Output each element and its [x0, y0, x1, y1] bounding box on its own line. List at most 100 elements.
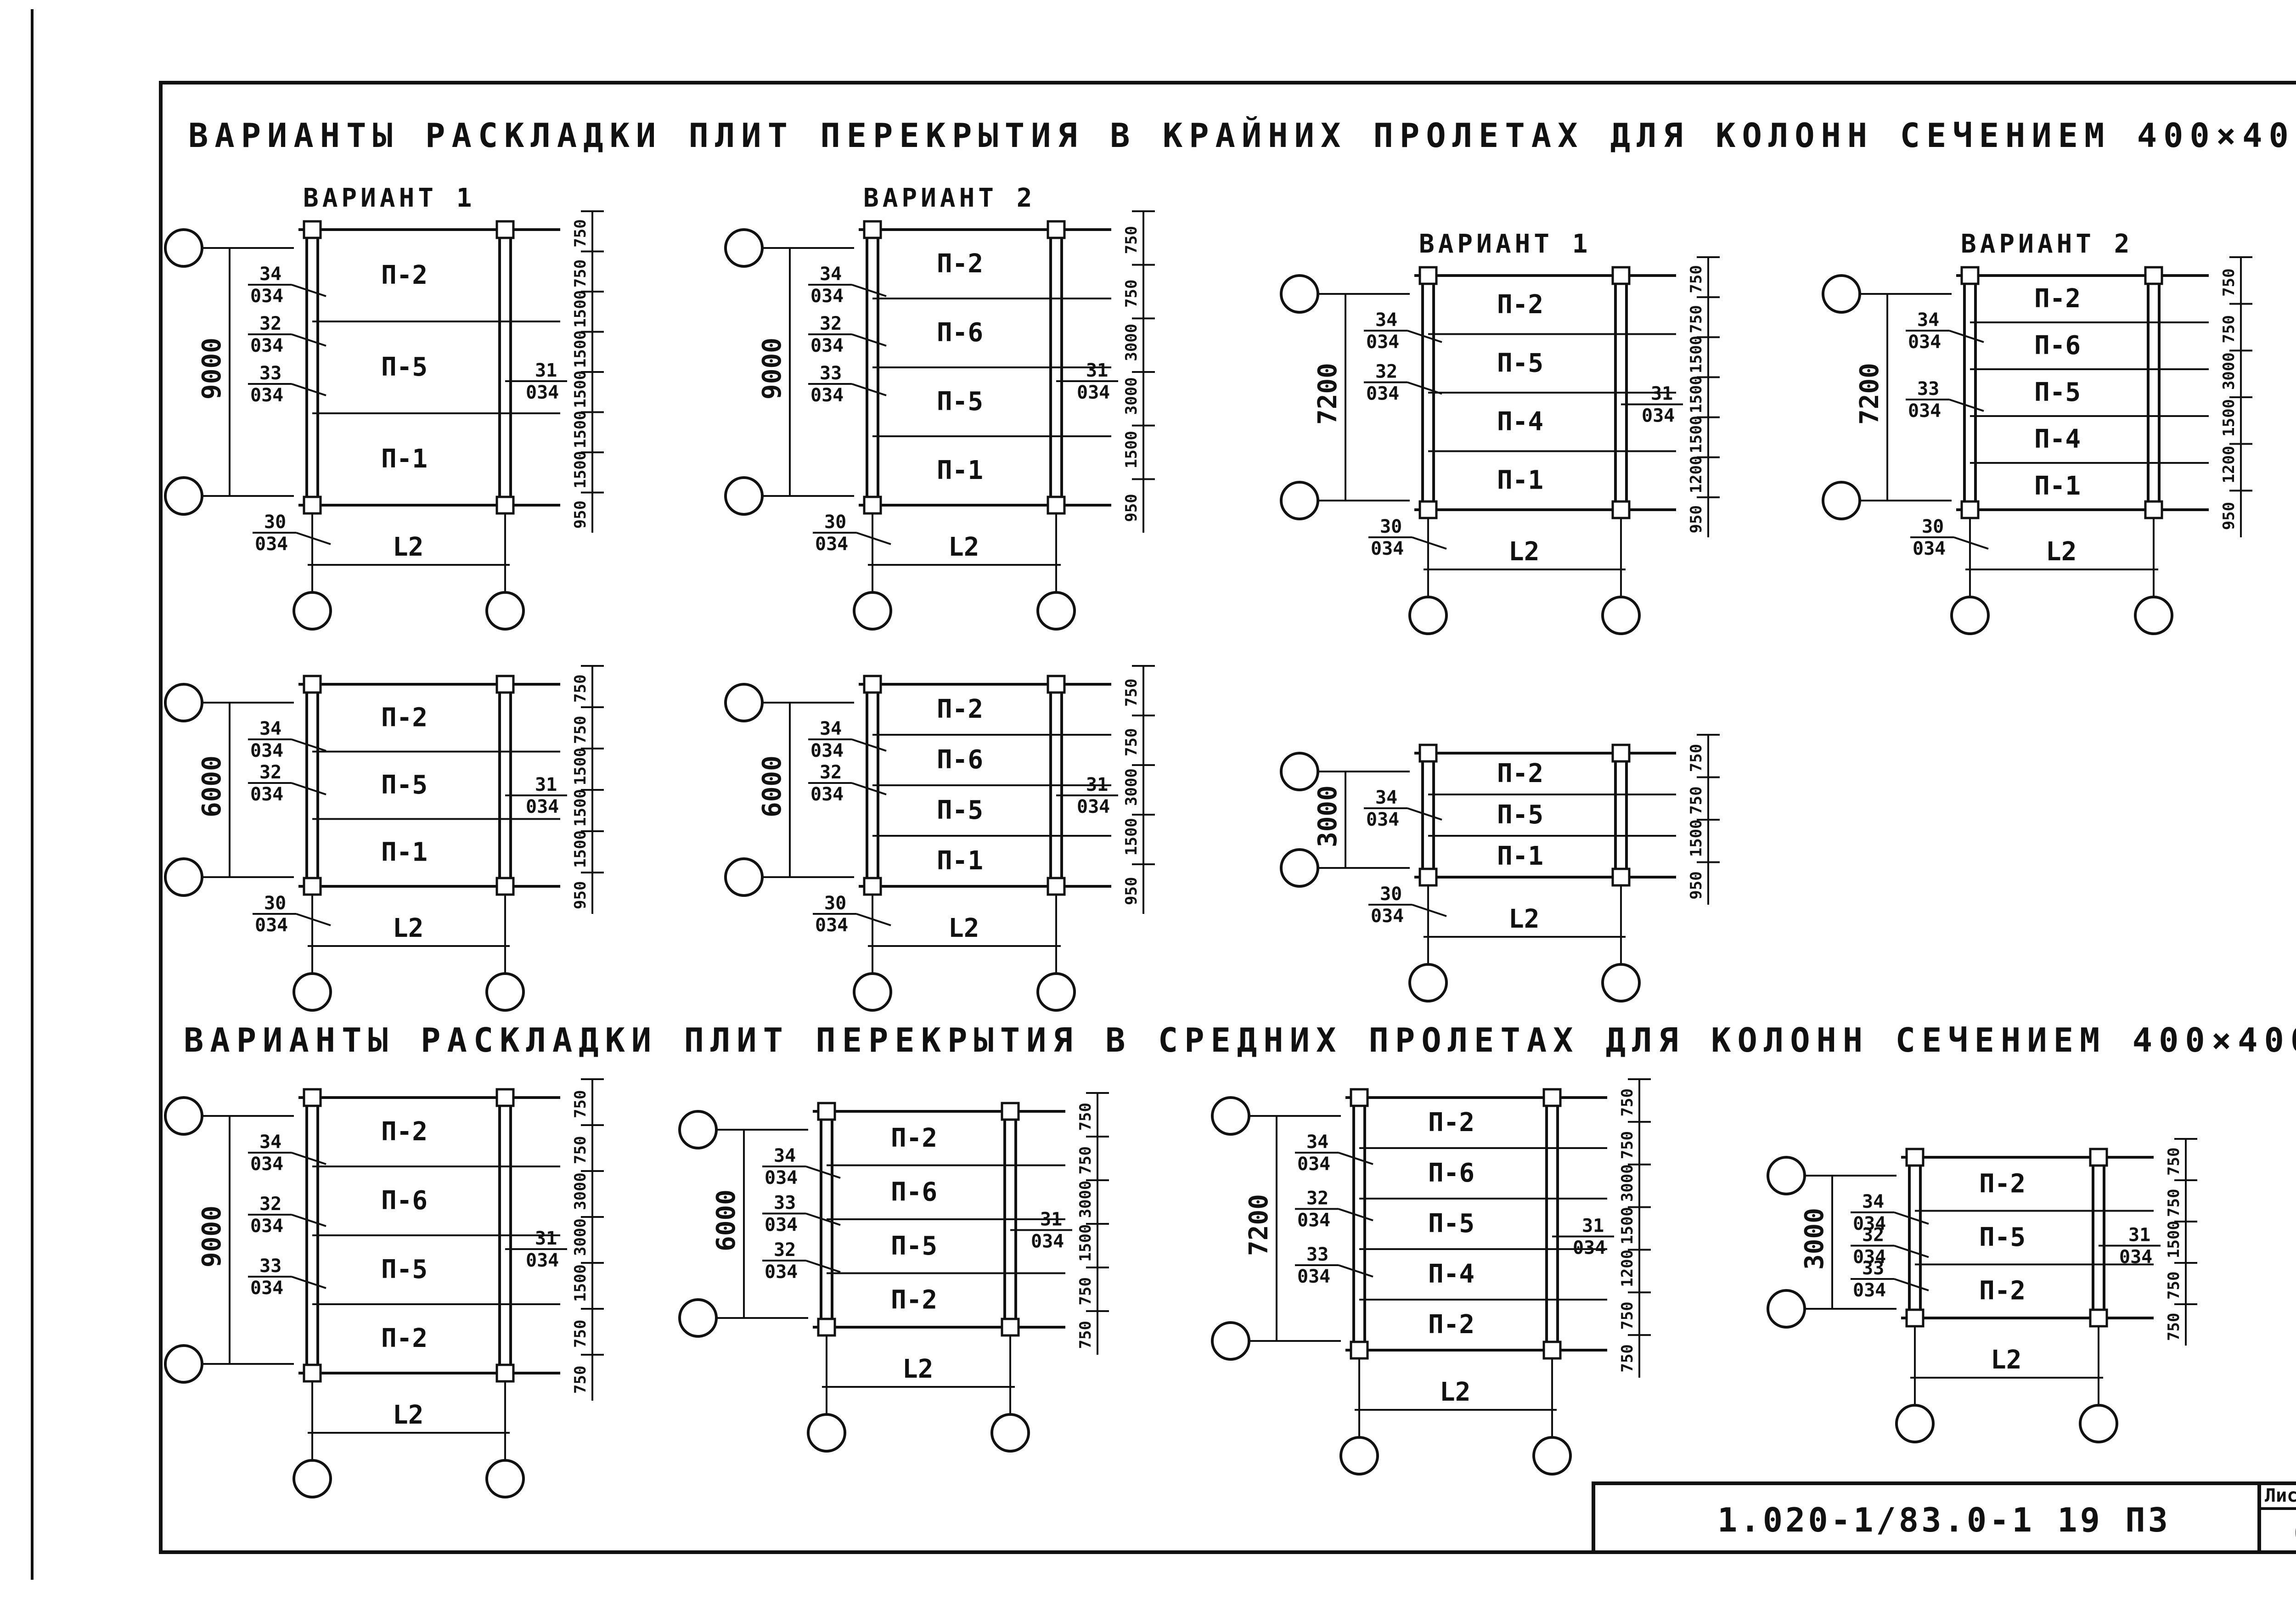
column-section [1047, 877, 1066, 896]
axis-bubble [1280, 848, 1319, 888]
node-sheet: 034 [1297, 1210, 1330, 1231]
node-sheet: 034 [250, 784, 283, 805]
slab-mark: П-5 [381, 1255, 428, 1284]
column-section [1611, 500, 1631, 519]
node-sheet: 034 [765, 1167, 798, 1188]
column-section [1611, 266, 1631, 285]
axis-bubble [1895, 1404, 1935, 1443]
node-number: 33 [820, 363, 842, 384]
node-number: 34 [820, 264, 842, 285]
dimension-value: 750 [1076, 1277, 1095, 1305]
layout-scheme: ВАРИАНТ 2П-2П-6П-5П-19000L27507503000300… [724, 183, 1155, 631]
column-section [495, 877, 515, 896]
node-leader [1412, 904, 1447, 917]
title-block: 1.020-1/83.0-1 19 ПЗ Лист 6 [1592, 1481, 2296, 1554]
slab-mark: П-1 [937, 456, 983, 485]
dimension-value: 750 [571, 219, 590, 247]
dimension-value: 750 [2165, 1189, 2183, 1217]
column-section [1960, 500, 1980, 519]
node-sheet: 034 [765, 1215, 798, 1236]
column-section [1001, 1102, 1020, 1121]
node-leader [291, 383, 326, 396]
node-leader [296, 913, 331, 926]
dimension-value: 950 [2220, 502, 2238, 530]
column-section [1542, 1088, 1562, 1107]
node-number: 34 [820, 718, 842, 739]
node-number: 30 [1922, 516, 1944, 537]
node-leader [1953, 536, 1989, 550]
span-value: 3000 [1313, 785, 1343, 847]
slab-mark: П-6 [937, 318, 983, 348]
node-sheet: 034 [1853, 1247, 1886, 1268]
node-leader [291, 1214, 326, 1227]
node-leader [291, 738, 326, 752]
axis-bubble [1822, 481, 1861, 520]
column-section [1611, 867, 1631, 887]
variant-label: ВАРИАНТ 2 [863, 183, 1035, 213]
node-sheet: 034 [1366, 383, 1399, 405]
axis-bubble [293, 591, 332, 631]
axis-bubble [807, 1413, 846, 1453]
slab-mark: П-2 [1428, 1310, 1474, 1340]
node-number: 31 [535, 360, 557, 381]
dimension-value: 750 [1687, 744, 1705, 772]
slab-mark: П-5 [381, 770, 428, 800]
slab-mark: П-6 [2034, 331, 2081, 360]
column-section [1418, 743, 1438, 763]
layout-scheme: ВАРИАНТ 2П-2П-6П-5П-4П-17200L27507503000… [1822, 229, 2252, 635]
column-section [303, 496, 322, 515]
axis-bubble [724, 476, 764, 516]
node-sheet: 034 [810, 286, 844, 307]
width-value: L2 [393, 913, 423, 943]
node-leader [1407, 807, 1442, 821]
axis-bubble [485, 591, 525, 631]
width-value: L2 [948, 532, 979, 562]
column-section [495, 220, 515, 239]
column-section [863, 220, 882, 239]
node-sheet: 034 [250, 740, 283, 761]
dimension-value: 950 [1122, 877, 1141, 905]
width-value: L2 [948, 913, 979, 943]
dimension-value: 1500 [571, 1264, 590, 1302]
node-sheet: 034 [250, 286, 283, 307]
node-sheet: 034 [1853, 1280, 1886, 1301]
dimension-value: 750 [2165, 1313, 2183, 1341]
node-leader [856, 532, 891, 545]
node-sheet: 034 [255, 915, 288, 936]
node-number: 30 [824, 893, 846, 914]
node-leader [1338, 1152, 1373, 1165]
dimension-value: 750 [1618, 1344, 1637, 1372]
node-leader [805, 1260, 841, 1273]
node-number: 33 [259, 363, 281, 384]
dimension-value: 750 [1076, 1146, 1095, 1174]
column-section [1418, 500, 1438, 519]
axis-bubble [1408, 596, 1448, 635]
node-number: 34 [259, 718, 281, 739]
slab-mark: П-2 [891, 1285, 937, 1315]
column-section [2089, 1308, 2108, 1328]
layout-scheme: П-2П-6П-5П-4П-27200L27507503000150012007… [1211, 1078, 1651, 1476]
node-sheet: 034 [526, 382, 559, 403]
node-sheet: 034 [2119, 1247, 2152, 1268]
width-value: L2 [1508, 537, 1539, 567]
dimension-value: 750 [1122, 679, 1141, 707]
node-leader [1894, 1278, 1929, 1291]
column-section [817, 1318, 836, 1337]
column-section [863, 877, 882, 896]
slab-mark: П-5 [1428, 1209, 1474, 1239]
node-number: 30 [264, 893, 286, 914]
axis-bubble [1601, 596, 1641, 635]
